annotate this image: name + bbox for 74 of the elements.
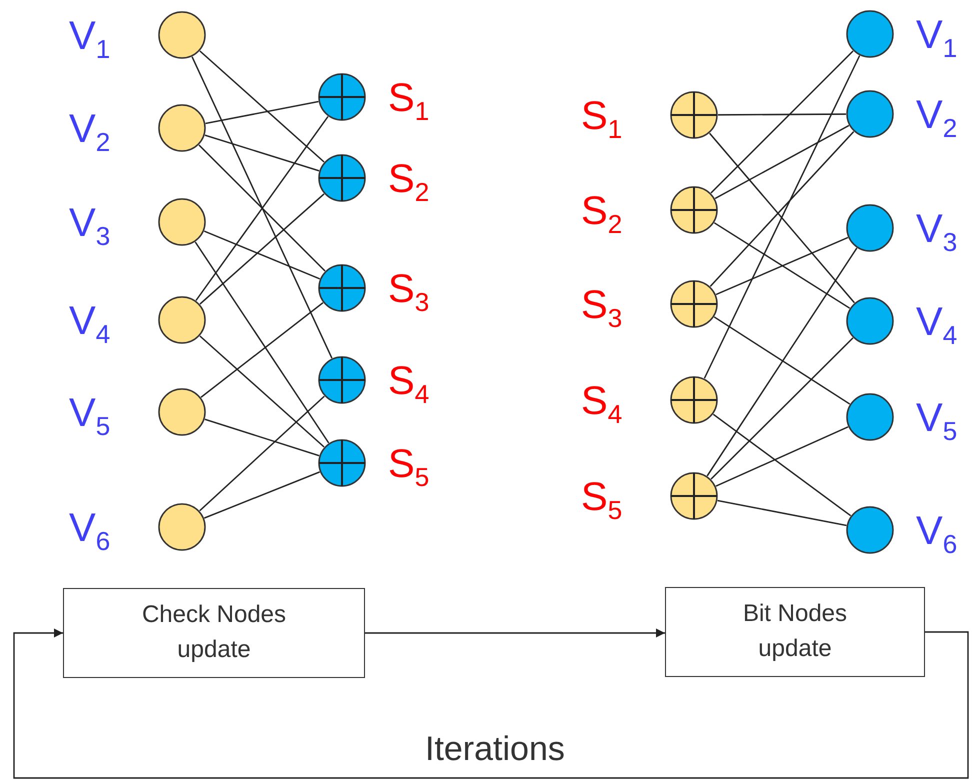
connector-line [704, 55, 860, 379]
connector-line [195, 116, 329, 301]
node-label: V$_{4}$ [916, 302, 958, 348]
node-label: S$_{2}$ [581, 191, 622, 238]
plus-circle-node [670, 280, 718, 328]
circle-node [158, 198, 206, 246]
node-label: S$_{1}$ [388, 78, 430, 124]
connector-line [191, 56, 333, 359]
circle-node [846, 393, 894, 441]
connector-line [714, 316, 850, 405]
circle-node [158, 11, 206, 59]
plus-circle-node [670, 376, 718, 424]
node-label: S$_{4}$ [388, 361, 430, 408]
connector-line [204, 471, 320, 519]
node-label: S$_{3}$ [581, 285, 622, 332]
node-label: V$_{1}$ [69, 16, 110, 62]
connector-line [717, 500, 847, 526]
node-label: S$_{1}$ [581, 96, 622, 142]
arrow [365, 628, 665, 638]
connector-line [198, 144, 326, 272]
circle-node [846, 506, 894, 554]
connector-line [710, 50, 854, 194]
connector-line [199, 50, 325, 163]
plus-circle-node [318, 356, 366, 404]
connector-line [718, 113, 846, 116]
node-label: S$_{4}$ [581, 381, 622, 428]
connector-line [205, 100, 319, 124]
node-label: S$_{2}$ [388, 159, 430, 206]
plus-circle-node [318, 73, 366, 121]
connector-line [712, 414, 852, 516]
arrow [13, 628, 969, 779]
plus-circle-node [670, 186, 718, 234]
circle-node [846, 297, 894, 345]
connector-line [194, 242, 330, 444]
connector-line [199, 193, 325, 305]
circle-node [158, 503, 206, 551]
circle-node [158, 388, 206, 436]
connector-line [204, 134, 320, 172]
plus-circle-node [670, 472, 718, 520]
connector-line [204, 418, 320, 456]
plus-circle-node [318, 264, 366, 312]
connector-line [714, 222, 850, 309]
node-label: V$_{4}$ [69, 301, 110, 348]
node-label: V$_{2}$ [69, 109, 110, 156]
node-label: V$_{6}$ [69, 508, 110, 554]
connector-line [716, 236, 848, 296]
node-label: V$_{3}$ [916, 209, 958, 256]
circle-node [158, 296, 206, 344]
node-label: V$_{1}$ [916, 15, 958, 62]
connector-line [716, 426, 848, 487]
connector-line [714, 124, 850, 200]
node-label: S$_{5}$ [581, 477, 622, 524]
circle-node [846, 90, 894, 138]
connector-line [706, 248, 858, 476]
circle-node [846, 10, 894, 58]
circle-node [846, 204, 894, 252]
node-label: S$_{3}$ [388, 269, 430, 316]
node-label: V$_{5}$ [916, 398, 958, 444]
connector-line [204, 230, 320, 280]
process-box: Check Nodes update [63, 588, 365, 678]
connector-line [199, 396, 325, 512]
node-label: V$_{5}$ [69, 393, 110, 440]
process-box: Bit Nodes update [665, 587, 925, 677]
plus-circle-node [318, 154, 366, 202]
connector-line [200, 302, 324, 398]
node-label: V$_{3}$ [69, 203, 110, 250]
plus-circle-node [318, 439, 366, 487]
node-label: S$_{5}$ [388, 444, 430, 490]
connector-line [710, 337, 854, 480]
connector-line [199, 335, 325, 448]
plus-circle-node [670, 91, 718, 139]
node-label: V$_{6}$ [916, 511, 958, 558]
circle-node [158, 104, 206, 152]
node-label: V$_{2}$ [916, 95, 958, 142]
